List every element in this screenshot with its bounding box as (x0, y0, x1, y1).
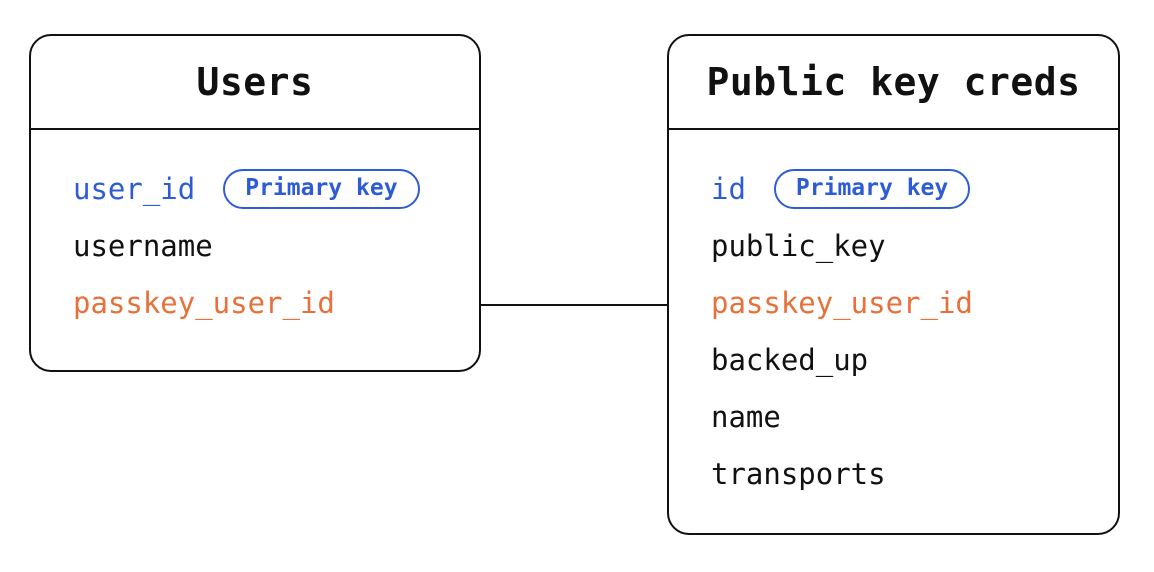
field-name: id (711, 171, 746, 206)
table-users: Users user_id Primary key username passk… (29, 34, 481, 372)
relationship-line (480, 304, 668, 306)
table-public-key-creds-body: id Primary key public_key passkey_user_i… (669, 130, 1118, 502)
field-row: username (73, 217, 455, 274)
table-public-key-creds: Public key creds id Primary key public_k… (667, 34, 1120, 535)
field-name: transports (711, 456, 886, 491)
field-name: passkey_user_id (73, 285, 335, 320)
field-row: id Primary key (711, 160, 1094, 217)
field-row: name (711, 388, 1094, 445)
field-name: public_key (711, 228, 886, 263)
field-name: user_id (73, 171, 196, 206)
field-row: passkey_user_id (73, 274, 455, 331)
field-name: passkey_user_id (711, 285, 973, 320)
primary-key-badge: Primary key (773, 168, 971, 209)
field-row: passkey_user_id (711, 274, 1094, 331)
table-users-body: user_id Primary key username passkey_use… (31, 130, 479, 331)
field-row: user_id Primary key (73, 160, 455, 217)
table-title: Users (196, 60, 314, 104)
table-public-key-creds-header: Public key creds (669, 36, 1118, 130)
field-row: backed_up (711, 331, 1094, 388)
table-title: Public key creds (706, 60, 1081, 104)
field-name: backed_up (711, 342, 869, 377)
table-users-header: Users (31, 36, 479, 130)
primary-key-badge: Primary key (223, 168, 420, 209)
field-name: name (711, 399, 781, 434)
field-name: username (73, 228, 213, 263)
field-row: transports (711, 445, 1094, 502)
field-row: public_key (711, 217, 1094, 274)
